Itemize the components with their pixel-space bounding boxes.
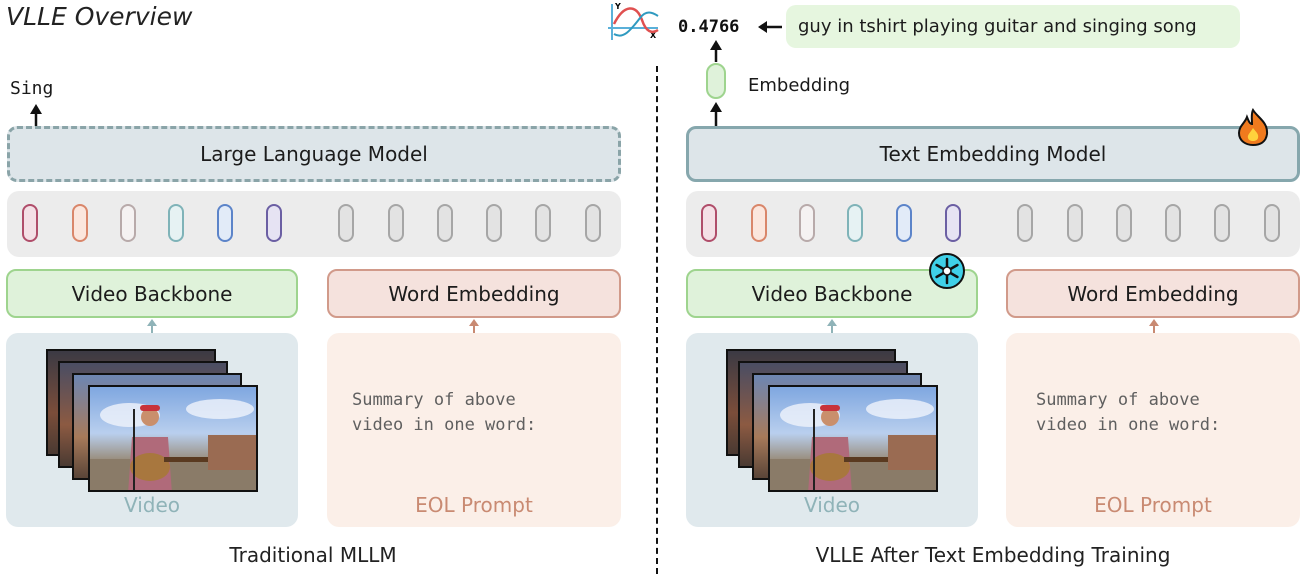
output-arrow-icon [30,104,42,126]
similarity-plot-icon: Y X [608,2,659,40]
text-query: guy in tshirt playing guitar and singing… [786,5,1240,48]
video-label: Video [123,493,181,517]
prompt-label: EOL Prompt [415,493,533,517]
text-embedding-model: Text Embedding Model [686,126,1300,182]
video-frame [768,385,938,492]
text-token [1264,204,1280,242]
large-language-model: Large Language Model [7,126,621,182]
video-token [217,204,233,242]
video-token [751,204,767,242]
guitarist-image [90,399,256,490]
embedding-token [706,63,726,99]
text-token [1067,204,1083,242]
video-up-arrow-icon [827,319,837,333]
divider [656,66,658,574]
svg-text:X: X [650,31,657,40]
snowflake-icon [929,253,965,289]
video-token [847,204,863,242]
video-backbone-frozen: Video Backbone [686,269,978,318]
output-word: Sing [10,78,54,99]
prompt-panel-right: Summary of above video in one word: EOL … [1006,333,1300,527]
video-frame [88,385,258,492]
video-up-arrow-icon [147,319,157,333]
left-caption: Traditional MLLM [229,543,397,567]
video-token [168,204,184,242]
similarity-score: 0.4766 [678,17,740,37]
video-token [22,204,38,242]
embedding-label: Embedding [748,75,851,96]
video-token [896,204,912,242]
video-token [799,204,815,242]
video-panel-right: Video [686,333,978,527]
prompt-panel: Summary of above video in one word: EOL … [327,333,621,527]
video-token [72,204,88,242]
text-token [1165,204,1181,242]
video-token [120,204,136,242]
text-token [486,204,502,242]
video-backbone: Video Backbone [6,269,298,318]
token-bar-left [7,191,621,257]
score-up-arrow-icon [710,40,722,62]
svg-text:Y: Y [614,2,621,11]
text-token [535,204,551,242]
text-token [437,204,453,242]
video-token [701,204,717,242]
prompt-text: Summary of above video in one word: [1036,390,1221,435]
prompt-label: EOL Prompt [1094,493,1212,517]
text-token [388,204,404,242]
text-token [1116,204,1132,242]
prompt-text: Summary of above video in one word: [352,390,537,435]
video-token [266,204,282,242]
prompt-up-arrow-icon [469,319,479,333]
text-token [585,204,601,242]
word-embedding: Word Embedding [327,269,621,318]
text-token [1214,204,1230,242]
fire-icon [1237,108,1269,146]
video-panel: Video [6,333,298,527]
score-arrow-icon [758,21,782,33]
text-token [338,204,354,242]
right-caption: VLLE After Text Embedding Training [815,543,1171,567]
video-token [945,204,961,242]
diagram-title: VLLE Overview [6,2,193,31]
token-bar-right [686,191,1300,257]
guitarist-image [770,399,936,490]
video-label: Video [803,493,861,517]
text-token [1017,204,1033,242]
prompt-up-arrow-icon [1149,319,1159,333]
embedding-arrow-icon [710,102,722,126]
word-embedding-right: Word Embedding [1006,269,1300,318]
